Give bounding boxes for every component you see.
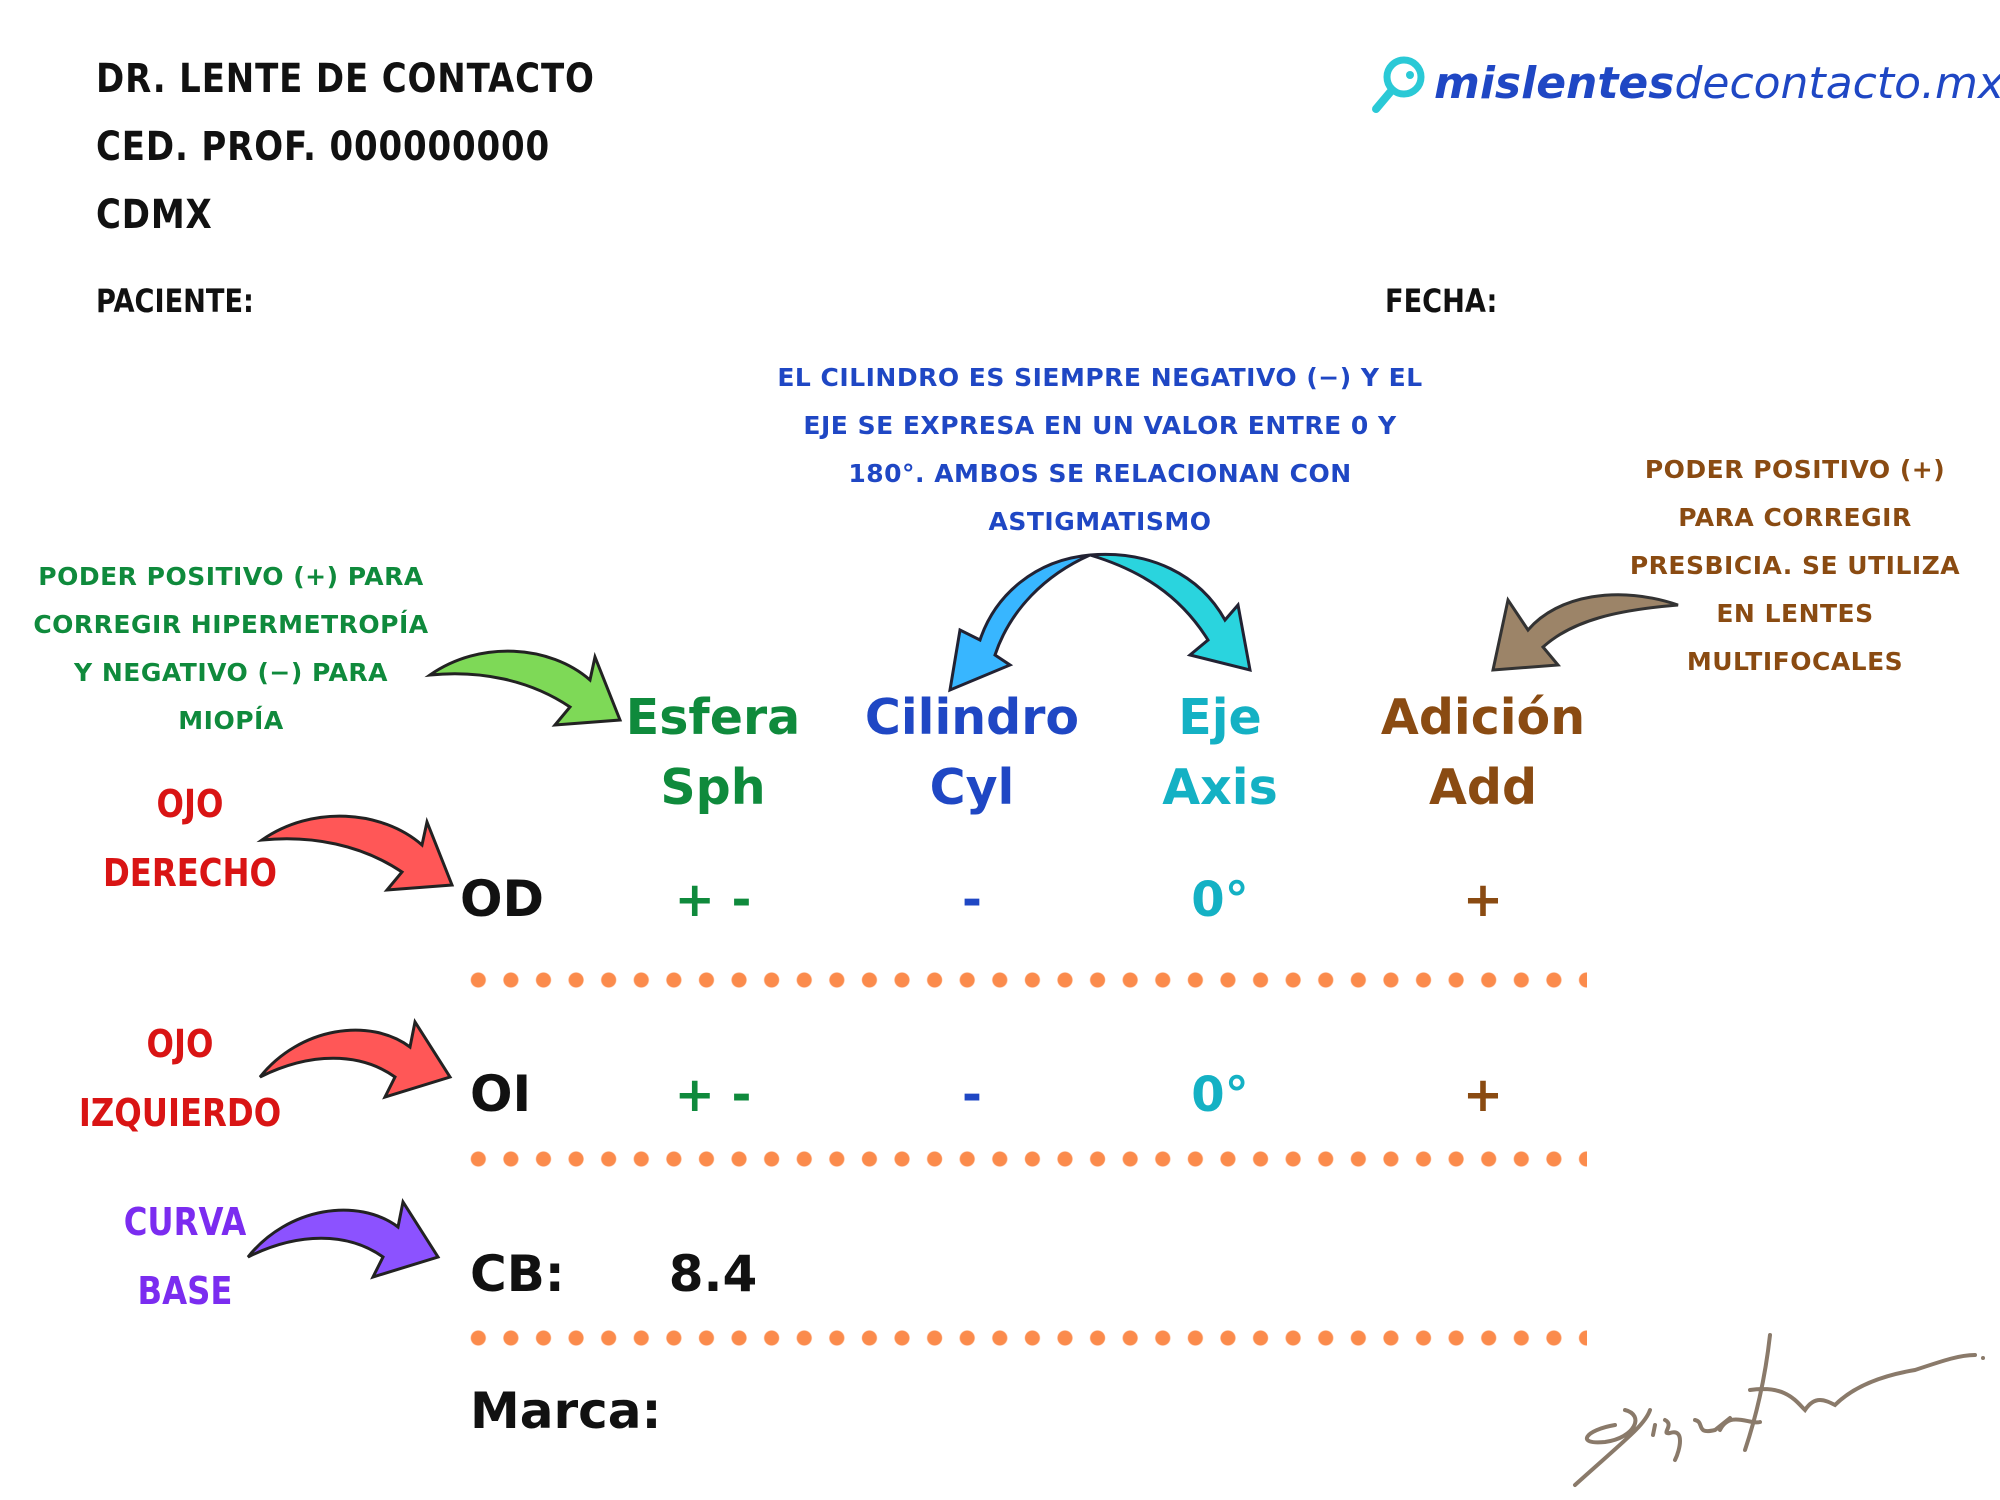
label-line: OJO [146,1022,214,1066]
sphere-note: PODER POSITIVO (+) PARA CORREGIR HIPERME… [0,553,462,745]
blue-arrow-icon [948,553,1091,693]
brand-label: Marca: [470,1382,662,1440]
column-subtitle: Add [1428,759,1538,816]
column-header-axis: Eje Axis [1070,683,1370,823]
note-line: EJE SE EXPRESA EN UN VALOR ENTRE 0 Y [803,411,1397,440]
column-header-cylinder: Cilindro Cyl [822,683,1122,823]
base-curve-label: CURVA BASE [75,1188,296,1326]
note-line: PARA CORREGIR [1678,503,1912,532]
oi-sphere: + - [674,1067,752,1123]
note-line: MIOPÍA [178,706,284,735]
note-line: Y NEGATIVO (−) PARA [74,658,388,687]
od-axis: 0° [1191,872,1249,928]
note-line: PODER POSITIVO (+) PARA [38,562,424,591]
od-addition: + [1462,872,1504,928]
dotted-divider [462,1149,1587,1169]
right-eye-label: OJO DERECHO [80,770,301,908]
purple-arrow-icon [246,1198,441,1280]
note-line: EL CILINDRO ES SIEMPRE NEGATIVO (−) Y EL [777,363,1423,392]
column-title: Adición [1380,689,1586,746]
column-title: Esfera [625,689,801,746]
base-curve-code: CB: [470,1245,565,1303]
oi-label: OI [470,1065,532,1123]
label-line: IZQUIERDO [78,1091,282,1135]
note-line: CORREGIR HIPERMETROPÍA [33,610,429,639]
dotted-divider [462,970,1587,990]
note-line: 180°. AMBOS SE RELACIONAN CON [848,459,1352,488]
logo: mislentes decontacto.mx [1368,48,2000,118]
note-line: MULTIFOCALES [1686,647,1904,676]
red-arrow-icon [258,1018,453,1100]
doctor-name: DR. LENTE DE CONTACTO [96,56,595,102]
oi-axis: 0° [1191,1067,1249,1123]
label-line: DERECHO [102,851,278,895]
left-eye-label: OJO IZQUIERDO [70,1010,291,1148]
column-title: Cilindro [864,689,1080,746]
note-line: PRESBICIA. SE UTILIZA [1629,551,1961,580]
note-line: EN LENTES [1716,599,1874,628]
professional-license: CED. PROF. 000000000 [96,124,551,170]
green-arrow-icon [424,649,623,727]
od-cylinder: - [962,872,982,928]
column-title: Eje [1178,689,1262,746]
note-line: ASTIGMATISMO [988,507,1212,536]
column-header-sphere: Esfera Sph [563,683,863,823]
teal-arrow-icon [1089,552,1252,673]
city: CDMX [96,192,213,238]
logo-bold: mislentes [1434,57,1675,109]
red-arrow-icon [256,814,455,892]
oi-cylinder: - [962,1067,982,1123]
label-line: OJO [156,782,224,826]
oi-addition: + [1462,1067,1504,1123]
dotted-divider [462,1328,1587,1348]
column-header-addition: Adición Add [1333,683,1633,823]
note-line: PODER POSITIVO (+) [1644,455,1946,484]
label-line: BASE [137,1269,233,1313]
patient-label: PACIENTE: [96,282,254,320]
base-curve-value: 8.4 [668,1245,758,1303]
label-line: CURVA [123,1200,247,1244]
logo-light: decontacto.mx [1674,57,2000,109]
od-label: OD [460,870,545,928]
date-label: FECHA: [1385,282,1498,320]
addition-note: PODER POSITIVO (+) PARA CORREGIR PRESBIC… [1595,446,1995,686]
column-subtitle: Sph [660,759,766,816]
cylinder-axis-note: EL CILINDRO ES SIEMPRE NEGATIVO (−) Y EL… [750,354,1450,546]
brown-arrow-icon [1491,593,1679,672]
od-sphere: + - [674,872,752,928]
signature-icon [1573,1333,1985,1487]
column-subtitle: Axis [1162,759,1278,816]
column-subtitle: Cyl [929,759,1015,816]
magnifier-icon [1372,56,1425,113]
